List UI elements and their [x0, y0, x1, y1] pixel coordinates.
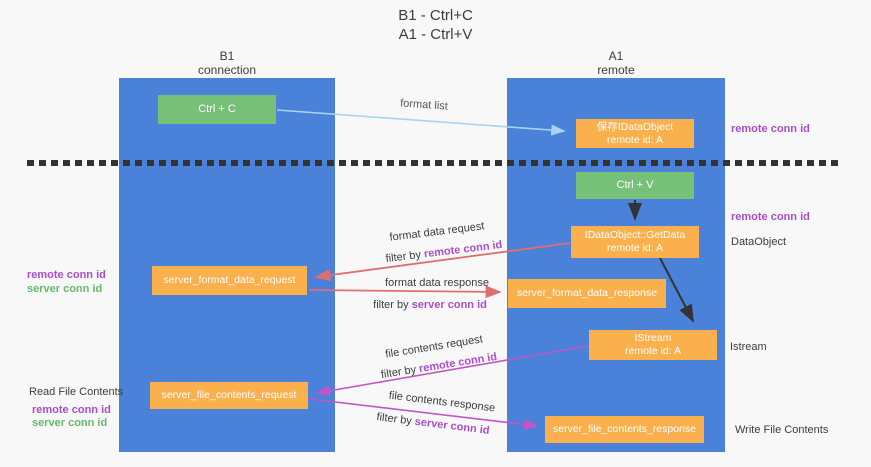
title-line-1: B1 - Ctrl+C — [398, 7, 473, 24]
node-server-format-data-request-label: server_format_data_request — [163, 274, 296, 286]
filter-key-remote-conn-id: remote conn id — [423, 238, 503, 261]
node-ctrl-v-label: Ctrl + V — [616, 179, 654, 191]
node-server-format-data-response-label: server_format_data_response — [516, 287, 658, 299]
label-file-contents-response: file contents response — [388, 389, 496, 415]
filter-by-prefix: filter by — [375, 411, 416, 428]
filter-key-server-conn-id: server conn id — [411, 299, 487, 311]
node-save-idataobject-line1: 保存IDataObject — [596, 120, 674, 133]
label-filter-by-remote-conn-id-1: filter by remote conn id — [385, 239, 503, 265]
lifeline-a1-role: remote — [597, 63, 635, 77]
node-istream-line2: remote id: A — [624, 345, 682, 357]
left-label-server-conn-id-2: server conn id — [32, 417, 108, 429]
phase-separator-dashed-line — [27, 160, 843, 166]
lifeline-a1-name: A1 — [608, 49, 624, 63]
label-filter-by-server-conn-id-2: filter by server conn id — [376, 411, 490, 437]
node-idataobject-getdata-line2: remote id: A — [606, 242, 664, 254]
title-line-2: A1 - Ctrl+V — [398, 26, 473, 43]
node-idataobject-getdata: IDataObject::GetData remote id: A — [571, 226, 699, 258]
node-ctrl-c-label: Ctrl + C — [198, 103, 236, 115]
node-save-idataobject: 保存IDataObject remote id: A — [576, 119, 694, 148]
left-label-remote-conn-id-2: remote conn id — [32, 404, 111, 416]
filter-key-remote-conn-id: remote conn id — [418, 350, 498, 376]
node-server-file-contents-request: server_file_contents_request — [150, 382, 308, 409]
node-idataobject-getdata-line1: IDataObject::GetData — [584, 229, 686, 241]
diagram-title: B1 - Ctrl+C A1 - Ctrl+V — [0, 6, 871, 44]
right-label-write-file-contents: Write File Contents — [735, 424, 829, 436]
node-server-file-contents-response: server_file_contents_response — [545, 416, 704, 443]
node-server-file-contents-request-label: server_file_contents_request — [161, 389, 297, 401]
left-label-read-file-contents: Read File Contents — [29, 386, 124, 398]
right-label-dataobject: DataObject — [731, 236, 787, 248]
label-format-list: format list — [399, 97, 449, 113]
right-label-remote-conn-id: remote conn id — [731, 123, 810, 135]
left-label-server-conn-id: server conn id — [27, 283, 103, 295]
lifeline-b1-name: B1 — [219, 49, 235, 63]
filter-by-prefix: filter by — [373, 299, 412, 311]
label-format-data-request: format data request — [388, 220, 486, 244]
node-ctrl-v: Ctrl + V — [576, 172, 694, 199]
lifeline-header-b1: B1 connection — [119, 49, 335, 77]
filter-by-prefix: filter by — [385, 248, 425, 266]
node-save-idataobject-line2: remote id: A — [606, 133, 664, 146]
node-istream-line1: IStream — [634, 332, 672, 344]
lifeline-header-a1: A1 remote — [507, 49, 725, 77]
label-format-data-response: format data response — [385, 277, 489, 289]
node-ctrl-c: Ctrl + C — [158, 95, 276, 124]
filter-by-prefix: filter by — [380, 363, 421, 382]
right-label-istream: Istream — [730, 341, 767, 353]
node-server-file-contents-response-label: server_file_contents_response — [552, 423, 696, 435]
right-label-remote-conn-id-2: remote conn id — [731, 211, 810, 223]
node-server-format-data-response: server_format_data_response — [508, 279, 666, 308]
label-filter-by-server-conn-id-1: filter by server conn id — [373, 299, 487, 311]
arrow-format-data-response — [308, 285, 502, 299]
node-server-format-data-request: server_format_data_request — [152, 266, 307, 295]
left-label-remote-conn-id: remote conn id — [27, 269, 106, 281]
filter-key-server-conn-id: server conn id — [414, 415, 491, 437]
lifeline-b1-role: connection — [197, 63, 257, 77]
node-istream: IStream remote id: A — [589, 330, 717, 360]
